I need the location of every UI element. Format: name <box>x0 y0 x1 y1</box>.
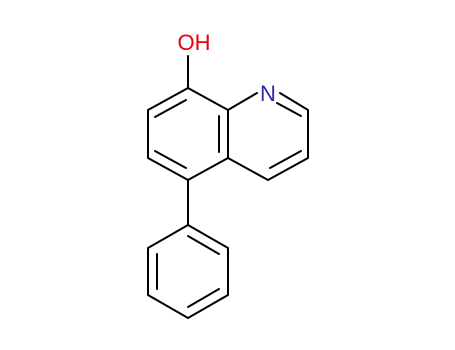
bond-ph-4-5 <box>187 294 229 319</box>
hydroxyl-label: OH <box>178 30 211 55</box>
bond-c6-c5-inner <box>154 150 187 169</box>
bond-ph-4-5-inner <box>187 288 220 308</box>
bond-c8a-n1 <box>227 92 258 111</box>
bond-n1-c2 <box>279 92 309 111</box>
bond-group <box>147 55 309 319</box>
bond-n1-c2-inner <box>276 102 302 117</box>
nitrogen-label: N <box>260 81 276 106</box>
bond-ph-3-4 <box>147 294 189 319</box>
bond-ph-6-1-inner <box>187 235 220 255</box>
bond-ph-1-2 <box>147 224 189 249</box>
bond-ph-6-1 <box>187 224 229 249</box>
bond-c4-c4a <box>227 157 269 181</box>
bond-c6-c5 <box>147 157 189 181</box>
bond-c3-c4 <box>267 157 309 181</box>
bond-c8-c7-inner <box>154 99 187 118</box>
bond-c8a-c8 <box>187 87 229 111</box>
bond-c8-c7 <box>147 87 189 111</box>
bond-c3-c4-inner <box>269 150 302 169</box>
bond-c5-c4a <box>187 157 229 181</box>
atom-labels: OH N <box>178 30 276 106</box>
